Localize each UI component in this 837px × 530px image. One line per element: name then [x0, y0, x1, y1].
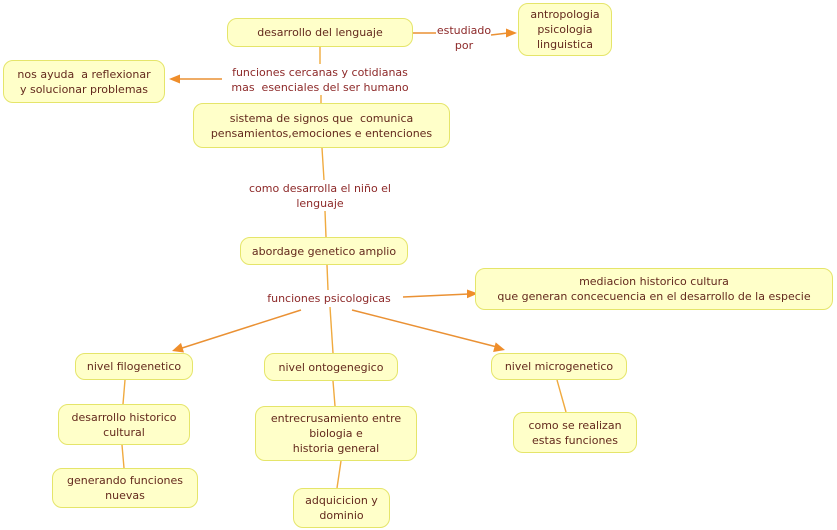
concept-antropologia-psicologia-linguistica[interactable]: antropologia psicologia linguistica: [518, 3, 612, 56]
concept-como-se-realizan[interactable]: como se realizan estas funciones: [513, 412, 637, 453]
concept-nivel-ontogenegico[interactable]: nivel ontogenegico: [264, 353, 398, 381]
concept-mediacion-historico-cultura[interactable]: mediacion historico cultura que generan …: [475, 268, 833, 310]
arrowhead: [493, 342, 505, 352]
concept-nos-ayuda-a-reflexionar[interactable]: nos ayuda a reflexionar y solucionar pro…: [3, 60, 165, 103]
arrow-line: [351, 309, 498, 348]
arrow-line: [490, 32, 509, 36]
connector-line: [556, 379, 567, 413]
connector-line: [321, 147, 325, 181]
concept-nivel-filogenetico[interactable]: nivel filogenetico: [75, 353, 193, 380]
arrowhead: [467, 289, 478, 299]
connector-line: [326, 264, 329, 291]
arrowhead: [172, 342, 184, 353]
concept-entrecrusamiento[interactable]: entrecrusamiento entre biologia e histor…: [255, 406, 417, 461]
linking-funciones-psicologicas[interactable]: funciones psicologicas: [267, 292, 391, 305]
arrow-line: [402, 293, 470, 298]
connector-line: [324, 210, 327, 238]
linking-estudiado-por[interactable]: estudiado por: [436, 24, 492, 52]
linking-funciones-cercanas[interactable]: funciones cercanas y cotidianas mas esen…: [231, 66, 409, 94]
arrow-line: [178, 309, 302, 350]
arrowhead: [506, 28, 517, 38]
linking-como-desarrolla-el-nino[interactable]: como desarrolla el niño el lenguaje: [248, 182, 392, 210]
concept-generando-funciones-nuevas[interactable]: generando funciones nuevas: [52, 468, 198, 508]
concept-desarrollo-del-lenguaje[interactable]: desarrollo del lenguaje: [227, 18, 413, 47]
concept-abordage-genetico-amplio[interactable]: abordage genetico amplio: [240, 237, 408, 265]
concept-desarrollo-historico-cultural[interactable]: desarrollo historico cultural: [58, 404, 190, 445]
connector-line: [122, 379, 126, 405]
connector-line: [121, 444, 125, 469]
connector-line: [336, 460, 342, 489]
connector-line: [332, 380, 336, 407]
concept-sistema-de-signos[interactable]: sistema de signos que comunica pensamien…: [193, 103, 450, 148]
concept-nivel-microgenetico[interactable]: nivel microgenetico: [491, 353, 627, 380]
arrowhead: [169, 74, 180, 84]
connector-line: [329, 306, 334, 354]
concept-adquicicion-y-dominio[interactable]: adquicicion y dominio: [293, 488, 390, 528]
